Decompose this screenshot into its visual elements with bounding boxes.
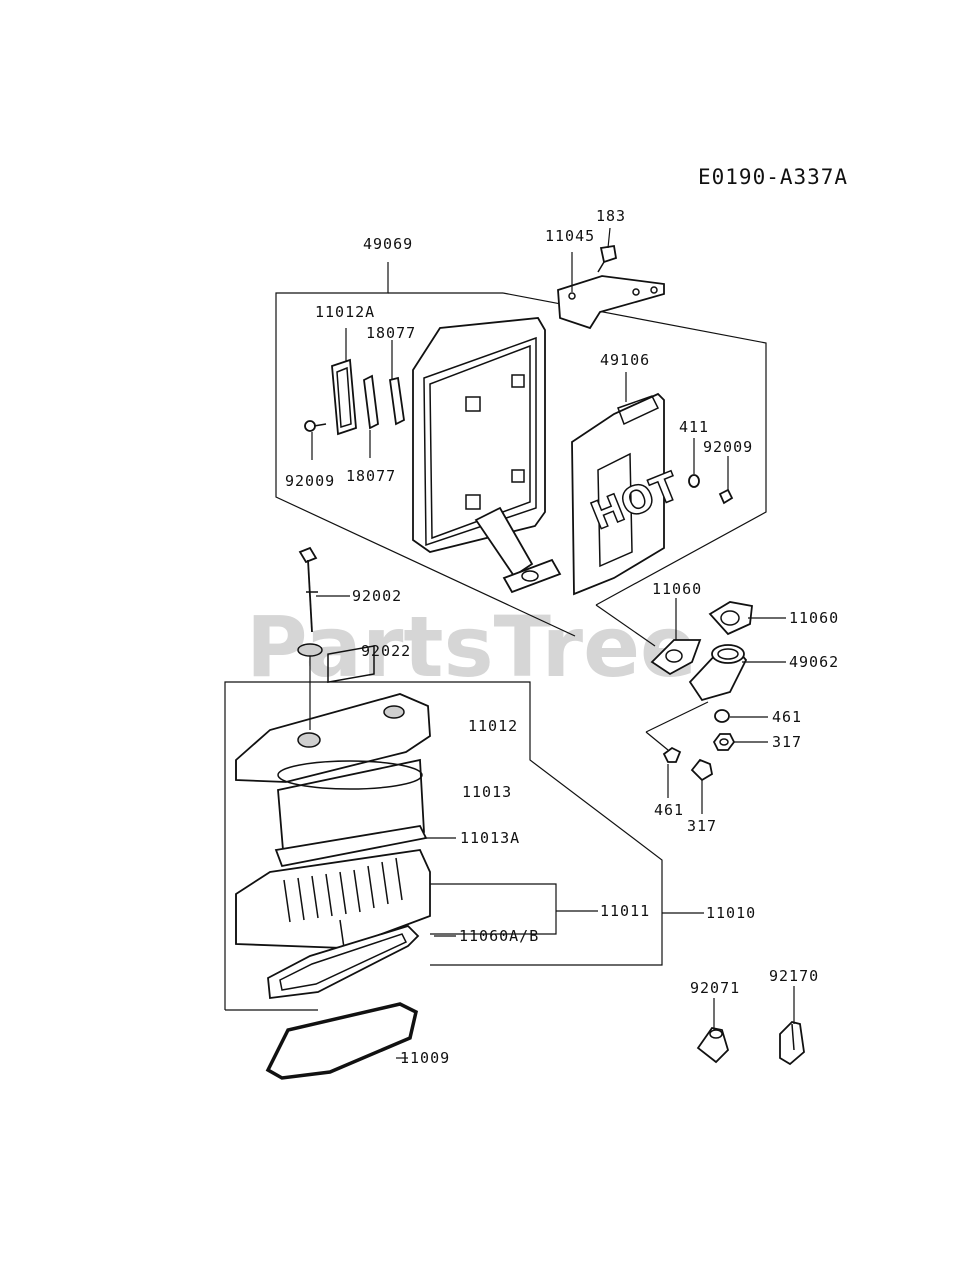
label-18077-bottom: 18077 <box>346 467 396 485</box>
callout-brackets <box>430 883 704 935</box>
nut-part-317-right[interactable] <box>712 733 736 751</box>
label-11060-mid: 11060 <box>652 580 702 598</box>
leader-lines <box>309 227 795 1059</box>
elbow-part-49062[interactable] <box>688 644 748 702</box>
part-labels: 49069 11045 183 11012A 18077 18077 92009… <box>285 207 839 1067</box>
air-cleaner-group-outline <box>224 681 663 1011</box>
rubber-cap-part[interactable] <box>696 1027 730 1064</box>
heat-shield-part[interactable]: HOT <box>571 392 686 596</box>
label-11060-right: 11060 <box>789 609 839 627</box>
label-11012a: 11012A <box>315 303 375 321</box>
label-11011: 11011 <box>600 902 650 920</box>
base-gasket-part[interactable] <box>267 924 420 1000</box>
label-92002: 92002 <box>352 587 402 605</box>
label-92071: 92071 <box>690 979 740 997</box>
label-183: 183 <box>596 207 626 225</box>
label-11060ab: 11060A/B <box>459 927 539 945</box>
nut-part-461-bottom[interactable] <box>662 746 682 763</box>
label-461-bottom: 461 <box>654 801 684 819</box>
wing-bolt-part[interactable] <box>298 546 318 633</box>
label-11010: 11010 <box>706 904 756 922</box>
label-92022: 92022 <box>361 642 411 660</box>
filter-pleats <box>283 857 403 923</box>
gasket-part-11060-right[interactable] <box>708 601 753 636</box>
label-49069: 49069 <box>363 235 413 253</box>
label-11013a: 11013A <box>460 829 520 847</box>
label-49106: 49106 <box>600 351 650 369</box>
washer-part-92022[interactable] <box>297 643 323 657</box>
label-11013: 11013 <box>462 783 512 801</box>
label-18077-top: 18077 <box>366 324 416 342</box>
bracket-part[interactable] <box>557 275 665 330</box>
muffler-part[interactable] <box>412 317 562 594</box>
label-92009-right: 92009 <box>703 438 753 456</box>
diagram-code: E0190-A337A <box>698 165 848 189</box>
screen-part-18077[interactable] <box>363 374 405 430</box>
muffler-group-outline <box>275 262 767 647</box>
washer-part-411[interactable] <box>688 474 700 488</box>
label-317-bottom: 317 <box>687 817 717 835</box>
elbow-leader <box>645 701 709 733</box>
gasket-part-11012a[interactable] <box>331 358 357 436</box>
label-411: 411 <box>679 418 709 436</box>
label-49062: 49062 <box>789 653 839 671</box>
label-92170: 92170 <box>769 967 819 985</box>
nut-leader <box>645 731 669 751</box>
label-461-right: 461 <box>772 708 802 726</box>
air-cleaner-cover-part[interactable] <box>235 645 431 783</box>
label-11009: 11009 <box>400 1049 450 1067</box>
nut-part-317-bottom[interactable] <box>690 758 714 782</box>
screw-part-92009-right[interactable] <box>718 488 734 505</box>
label-11045: 11045 <box>545 227 595 245</box>
gasket-part-11060-mid[interactable] <box>650 639 702 676</box>
bolt-part-183[interactable] <box>597 244 618 273</box>
screw-part-92009-left[interactable] <box>304 420 327 432</box>
nut-part-461-right[interactable] <box>714 709 730 723</box>
o-ring-part[interactable] <box>265 1002 419 1080</box>
label-92009-left: 92009 <box>285 472 335 490</box>
label-317-right: 317 <box>772 733 802 751</box>
filter-element-part[interactable] <box>235 849 431 949</box>
clip-part[interactable] <box>779 1021 805 1066</box>
label-11012: 11012 <box>468 717 518 735</box>
